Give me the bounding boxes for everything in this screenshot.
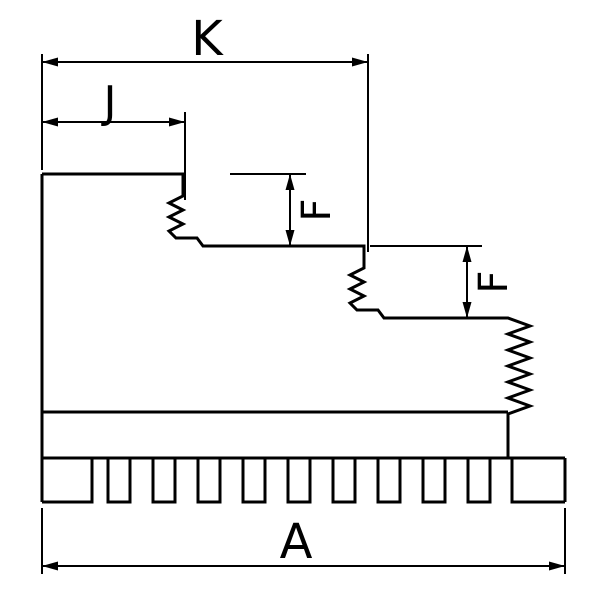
f2-label: F (471, 270, 517, 293)
dimension-f2: F (370, 245, 517, 318)
stepped-profile (42, 172, 535, 458)
dimension-a: A (41, 508, 566, 574)
f1-label: F (294, 198, 340, 221)
f2-arrowhead-top (462, 246, 472, 262)
part-outline-group (40, 172, 567, 504)
a-arrowhead-left (42, 561, 58, 571)
bottom-rack-teeth (106, 458, 492, 504)
f2-arrowhead-bottom (462, 302, 472, 318)
k-arrowhead-left (42, 57, 58, 67)
k-arrowhead-right (352, 57, 368, 67)
dimension-f1: F (230, 173, 340, 246)
f1-arrowhead-top (285, 174, 295, 190)
j-arrowhead-right (169, 117, 185, 127)
f1-arrowhead-bottom (285, 230, 295, 246)
j-arrowhead-left (42, 117, 58, 127)
dimension-k: K (41, 11, 369, 252)
a-arrowhead-right (549, 561, 565, 571)
j-label: J (101, 77, 117, 128)
bottom-left-block (42, 458, 94, 504)
k-label: K (191, 11, 224, 67)
a-label: A (280, 514, 313, 570)
dimension-j: J (42, 77, 186, 200)
bottom-right-block (510, 458, 565, 504)
